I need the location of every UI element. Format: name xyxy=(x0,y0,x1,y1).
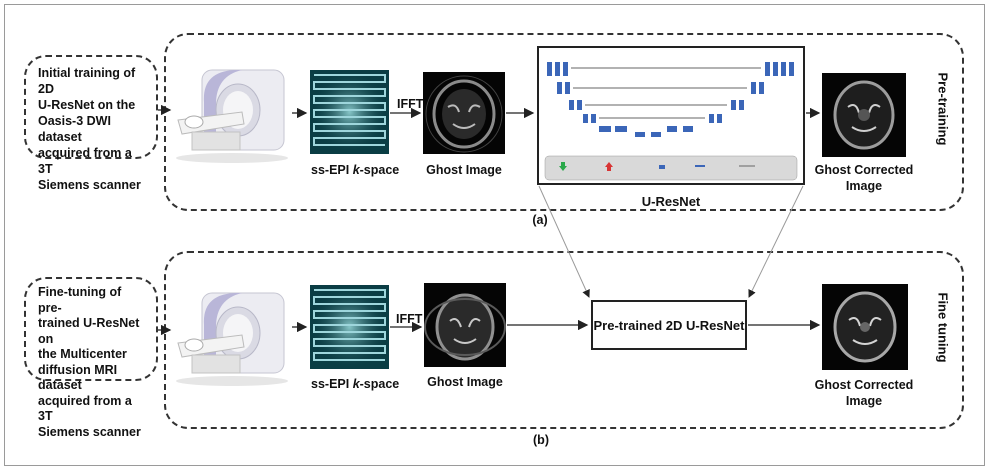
u-resnet-architecture-diagram xyxy=(544,62,798,181)
corrected-brain-slice-graphic xyxy=(833,291,897,363)
pretrained-u-resnet-box: Pre-trained 2D U-ResNet xyxy=(591,300,747,350)
kspace-label-prefix: ss-EPI xyxy=(311,163,353,177)
pretraining-note-line-4: acquired from a 3T xyxy=(38,146,132,176)
weight-transfer-lines xyxy=(538,185,804,298)
kspace-trajectory-graphic xyxy=(310,285,389,369)
u-resnet-label: U-ResNet xyxy=(641,194,701,209)
pretraining-note-line-3: Oasis-3 DWI dataset xyxy=(38,114,111,144)
pretraining-panel xyxy=(164,33,964,211)
kspace-label-prefix: ss-EPI xyxy=(311,377,353,391)
pretraining-ghost-image xyxy=(423,72,505,154)
finetuning-note-line-1: Fine-tuning of pre- xyxy=(38,285,122,315)
corrected-brain-slice-graphic xyxy=(833,80,895,150)
pretraining-ghost-label: Ghost Image xyxy=(426,163,502,177)
kspace-label-suffix: -space xyxy=(359,163,400,177)
finetuning-output-label: Ghost Corrected Image xyxy=(812,377,916,409)
panel-b-label: (b) xyxy=(533,433,549,447)
pretraining-output-label-line-2: Image xyxy=(845,179,883,193)
finetuning-note-line-2: trained U-ResNet on xyxy=(38,316,140,346)
pretraining-output-label: Ghost Corrected Image xyxy=(812,162,916,194)
finetuning-output-label-line-2: Image xyxy=(845,394,883,408)
legend-markers xyxy=(559,162,755,171)
u-resnet-architecture-box xyxy=(537,46,805,185)
figure-frame xyxy=(4,4,985,466)
pretraining-description-note: Initial training of 2D U-ResNet on the O… xyxy=(24,55,158,192)
pretraining-output-label-line-1: Ghost Corrected xyxy=(814,163,914,177)
finetuning-output-label-line-1: Ghost Corrected xyxy=(814,378,914,392)
brain-slice-graphic xyxy=(425,75,503,153)
panel-a-label: (a) xyxy=(532,213,548,227)
brain-slice-graphic xyxy=(424,293,506,361)
finetuning-panel xyxy=(164,251,964,429)
pretraining-note-line-2: U-ResNet on the xyxy=(38,98,136,112)
mri-scanner-icon xyxy=(176,69,288,163)
pretraining-kspace-image xyxy=(310,70,389,154)
kspace-label-k: k xyxy=(352,377,360,391)
finetuning-ghost-label: Ghost Image xyxy=(427,375,503,389)
pretraining-kspace-label: ss-EPI k-space xyxy=(311,163,399,177)
finetuning-ghost-image xyxy=(424,283,506,367)
pretraining-ifft-label: IFFT xyxy=(397,97,424,111)
finetuning-note-line-6: Siemens scanner xyxy=(38,424,141,439)
finetuning-output-image xyxy=(822,284,908,370)
finetuning-note-line-3: the Multicenter xyxy=(38,347,127,361)
finetuning-note-line-5: acquired from a 3T xyxy=(38,393,132,424)
pretraining-note-line-5: Siemens scanner xyxy=(38,178,141,192)
finetuning-kspace-image xyxy=(310,285,389,369)
pretraining-output-image xyxy=(822,73,906,157)
kspace-trajectory-graphic xyxy=(310,70,389,154)
finetuning-description-note: Fine-tuning of pre- trained U-ResNet on … xyxy=(24,277,158,439)
mri-scanner-icon xyxy=(176,292,288,386)
pretraining-note-line-1: Initial training of 2D xyxy=(38,66,136,96)
kspace-label-k: k xyxy=(352,163,360,177)
kspace-label-suffix: -space xyxy=(359,377,400,391)
finetuning-kspace-label: ss-EPI k-space xyxy=(311,377,399,391)
finetuning-note-line-4: diffusion MRI dataset xyxy=(38,362,118,393)
